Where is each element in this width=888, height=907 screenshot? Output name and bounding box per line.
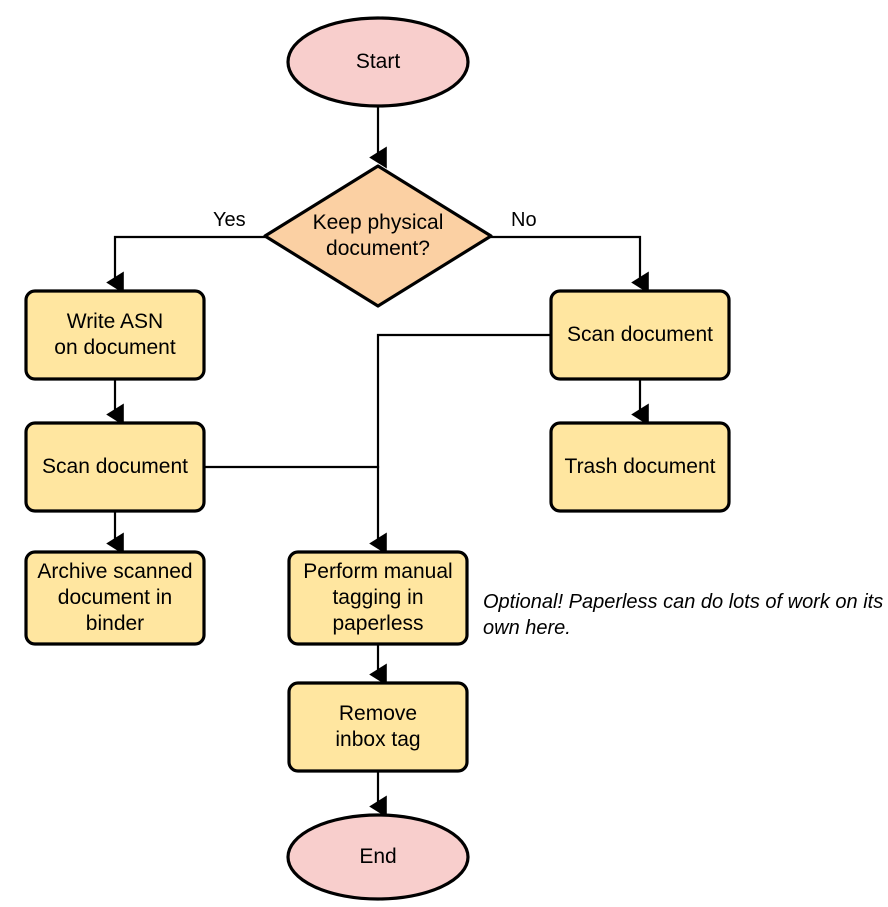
edge-scan-right-to-tagging — [369, 333, 553, 555]
edge-decision-to-scan-right — [489, 235, 649, 294]
node-remove-inbox-tag[interactable] — [287, 681, 469, 773]
node-end[interactable] — [286, 813, 470, 901]
edge-layer — [106, 104, 649, 818]
node-layer — [24, 16, 731, 901]
node-trash-document[interactable] — [549, 421, 731, 513]
node-scan-document-right[interactable] — [549, 289, 731, 381]
edge-label-no: No — [509, 209, 539, 231]
node-manual-tagging[interactable] — [287, 550, 469, 646]
node-archive-binder[interactable] — [24, 550, 206, 646]
edge-decision-to-write-asn — [106, 235, 267, 294]
node-keep-physical-document[interactable] — [263, 164, 493, 308]
node-scan-document-left[interactable] — [24, 421, 206, 513]
node-write-asn[interactable] — [24, 289, 206, 381]
annotation-optional-note: Optional! Paperless can do lots of work … — [483, 591, 884, 639]
edge-label-yes: Yes — [211, 209, 248, 231]
node-start[interactable] — [286, 16, 470, 108]
